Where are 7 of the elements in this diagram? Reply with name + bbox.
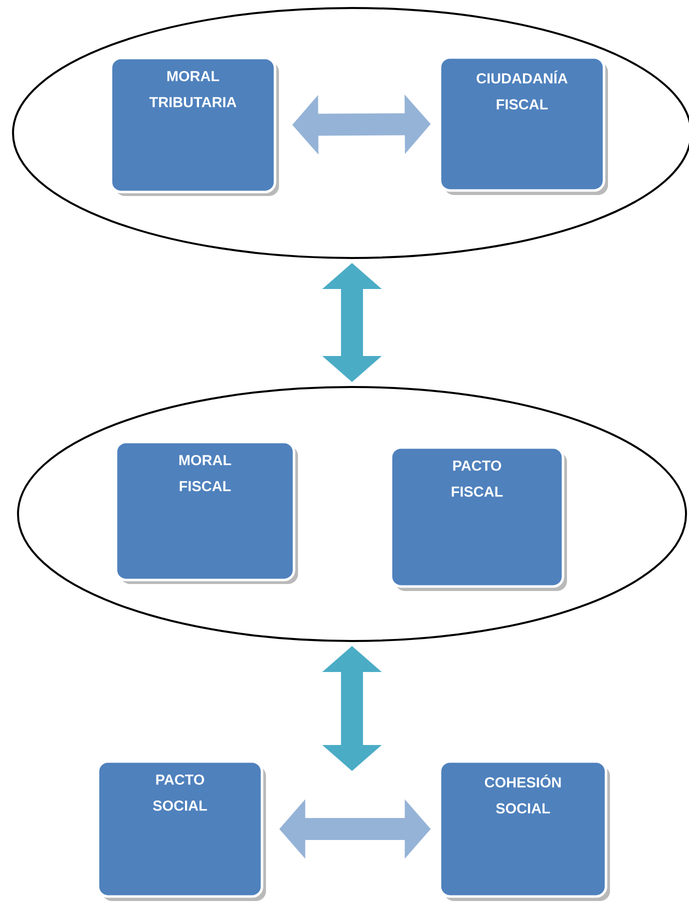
concept-box: CIUDADANÍA FISCAL xyxy=(438,56,608,195)
concept-box: COHESIÓN SOCIAL xyxy=(438,760,610,901)
group-ellipse xyxy=(17,386,687,642)
concept-box: PACTO SOCIAL xyxy=(96,760,266,901)
concept-box: MORAL TRIBUTARIA xyxy=(110,56,279,196)
concept-box: PACTO FISCAL xyxy=(390,446,567,591)
concept-box: MORAL FISCAL xyxy=(114,440,298,584)
